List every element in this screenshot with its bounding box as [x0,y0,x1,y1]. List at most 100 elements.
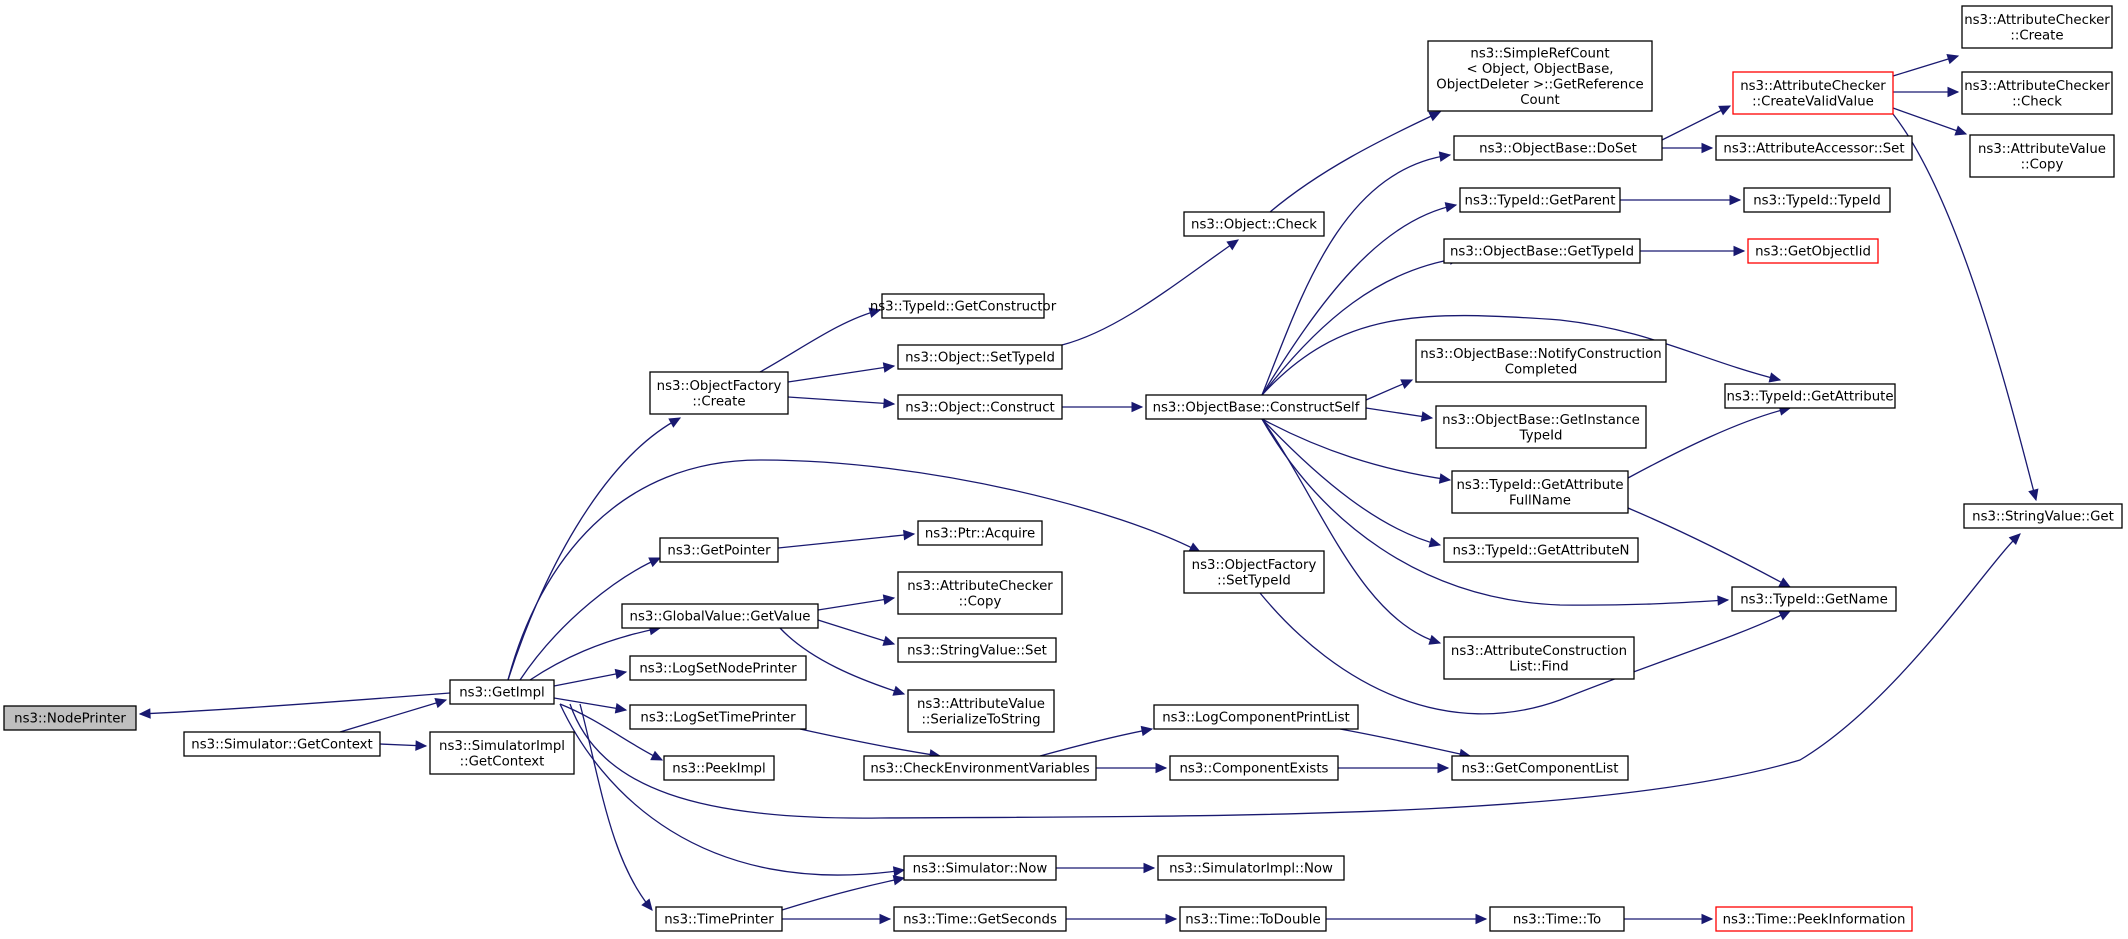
node-box[interactable] [1715,906,1913,932]
node-box[interactable] [663,755,775,781]
node-n48[interactable]: ns3::Time::To [1489,906,1625,932]
node-box[interactable] [1169,755,1339,781]
node-n12[interactable]: ns3::AttributeChecker::CreateValidValue [1732,71,1894,115]
node-n33[interactable]: ns3::AttributeChecker::Copy [897,571,1063,615]
node-n39[interactable]: ns3::CheckEnvironmentVariables [863,755,1097,781]
node-box[interactable] [897,571,1063,615]
node-box[interactable] [1724,383,1896,409]
node-n29[interactable]: ns3::GetPointer [659,537,779,563]
node-box[interactable] [897,394,1063,420]
node-box[interactable] [1427,40,1653,112]
node-n20[interactable]: ns3::ObjectBase::GetTypeId [1443,238,1641,264]
node-box[interactable] [1747,238,1879,264]
node-n38[interactable]: ns3::LogComponentPrintList [1153,704,1359,730]
node-n17[interactable]: ns3::AttributeAccessor::Set [1715,135,1913,161]
node-box[interactable] [917,520,1043,546]
node-n10[interactable]: ns3::ObjectBase::ConstructSelf [1145,394,1367,420]
node-n40[interactable]: ns3::ComponentExists [1169,755,1339,781]
node-n32[interactable]: ns3::GlobalValue::GetValue [621,603,819,629]
node-box[interactable] [1443,238,1641,264]
node-n18[interactable]: ns3::TypeId::GetParent [1459,187,1621,213]
node-n23[interactable]: ns3::TypeId::GetAttribute [1724,383,1896,409]
node-n5[interactable]: ns3::TypeId::GetConstructor [870,293,1057,319]
node-box[interactable] [1731,586,1897,612]
node-box[interactable] [1435,405,1647,449]
node-box[interactable] [1489,906,1625,932]
node-box[interactable] [1145,394,1367,420]
node-n46[interactable]: ns3::Time::GetSeconds [893,906,1067,932]
node-box[interactable] [863,755,1097,781]
node-box[interactable] [1443,636,1635,680]
node-n6[interactable]: ns3::Object::SetTypeId [897,344,1063,370]
node-n27[interactable]: ns3::TypeId::GetName [1731,586,1897,612]
node-n43[interactable]: ns3::Simulator::Now [903,855,1057,881]
node-n37[interactable]: ns3::LogSetTimePrinter [629,704,807,730]
node-box[interactable] [629,704,807,730]
node-box[interactable] [183,731,381,757]
node-box[interactable] [3,705,137,731]
node-box[interactable] [881,293,1045,319]
node-box[interactable] [1451,470,1629,514]
node-n26[interactable]: ns3::TypeId::GetAttributeN [1443,537,1639,563]
node-box[interactable] [1179,906,1327,932]
node-box[interactable] [897,637,1057,663]
node-box[interactable] [1961,5,2113,49]
node-n4[interactable]: ns3::ObjectFactory::Create [649,371,789,415]
node-n30[interactable]: ns3::Ptr::Acquire [917,520,1043,546]
node-n47[interactable]: ns3::Time::ToDouble [1179,906,1327,932]
node-n3[interactable]: ns3::GetImpl [449,679,555,705]
node-box[interactable] [429,731,575,775]
node-n15[interactable]: ns3::AttributeValue::Copy [1969,134,2115,178]
node-box[interactable] [1453,135,1663,161]
node-box[interactable] [1443,537,1639,563]
node-n41[interactable]: ns3::GetComponentList [1451,755,1629,781]
node-n11[interactable]: ns3::ObjectBase::DoSet [1453,135,1663,161]
node-box[interactable] [1963,503,2123,529]
node-box[interactable] [659,537,779,563]
node-n2[interactable]: ns3::SimulatorImpl::GetContext [429,731,575,775]
node-box[interactable] [1961,71,2113,115]
node-n35[interactable]: ns3::AttributeValue::SerializeToString [907,689,1055,733]
node-n19[interactable]: ns3::TypeId::TypeId [1743,187,1891,213]
node-box[interactable] [1459,187,1621,213]
node-box[interactable] [1183,211,1325,237]
node-box[interactable] [629,655,807,681]
node-box[interactable] [655,906,783,932]
node-n21[interactable]: ns3::GetObjectIid [1747,238,1879,264]
node-box[interactable] [649,371,789,415]
node-box[interactable] [1183,550,1325,594]
node-box[interactable] [621,603,819,629]
node-n0[interactable]: ns3::NodePrinter [3,705,137,731]
node-box[interactable] [893,906,1067,932]
node-box[interactable] [1969,134,2115,178]
node-n14[interactable]: ns3::AttributeChecker::Check [1961,71,2113,115]
node-box[interactable] [903,855,1057,881]
node-n44[interactable]: ns3::SimulatorImpl::Now [1157,855,1345,881]
node-box[interactable] [1157,855,1345,881]
node-n49[interactable]: ns3::Time::PeekInformation [1715,906,1913,932]
node-box[interactable] [1715,135,1913,161]
node-box[interactable] [907,689,1055,733]
node-n7[interactable]: ns3::Object::Construct [897,394,1063,420]
node-n22[interactable]: ns3::ObjectBase::NotifyConstructionCompl… [1415,339,1667,383]
node-box[interactable] [449,679,555,705]
node-n42[interactable]: ns3::PeekImpl [663,755,775,781]
node-box[interactable] [1743,187,1891,213]
node-n34[interactable]: ns3::StringValue::Set [897,637,1057,663]
node-box[interactable] [1415,339,1667,383]
node-n1[interactable]: ns3::Simulator::GetContext [183,731,381,757]
node-box[interactable] [1153,704,1359,730]
node-n9[interactable]: ns3::SimpleRefCount< Object, ObjectBase,… [1427,40,1653,112]
node-n13[interactable]: ns3::AttributeChecker::Create [1961,5,2113,49]
node-n8[interactable]: ns3::Object::Check [1183,211,1325,237]
node-n45[interactable]: ns3::TimePrinter [655,906,783,932]
node-n36[interactable]: ns3::LogSetNodePrinter [629,655,807,681]
node-box[interactable] [1732,71,1894,115]
node-n31[interactable]: ns3::ObjectFactory::SetTypeId [1183,550,1325,594]
node-n16[interactable]: ns3::StringValue::Get [1963,503,2123,529]
node-box[interactable] [1451,755,1629,781]
node-box[interactable] [897,344,1063,370]
